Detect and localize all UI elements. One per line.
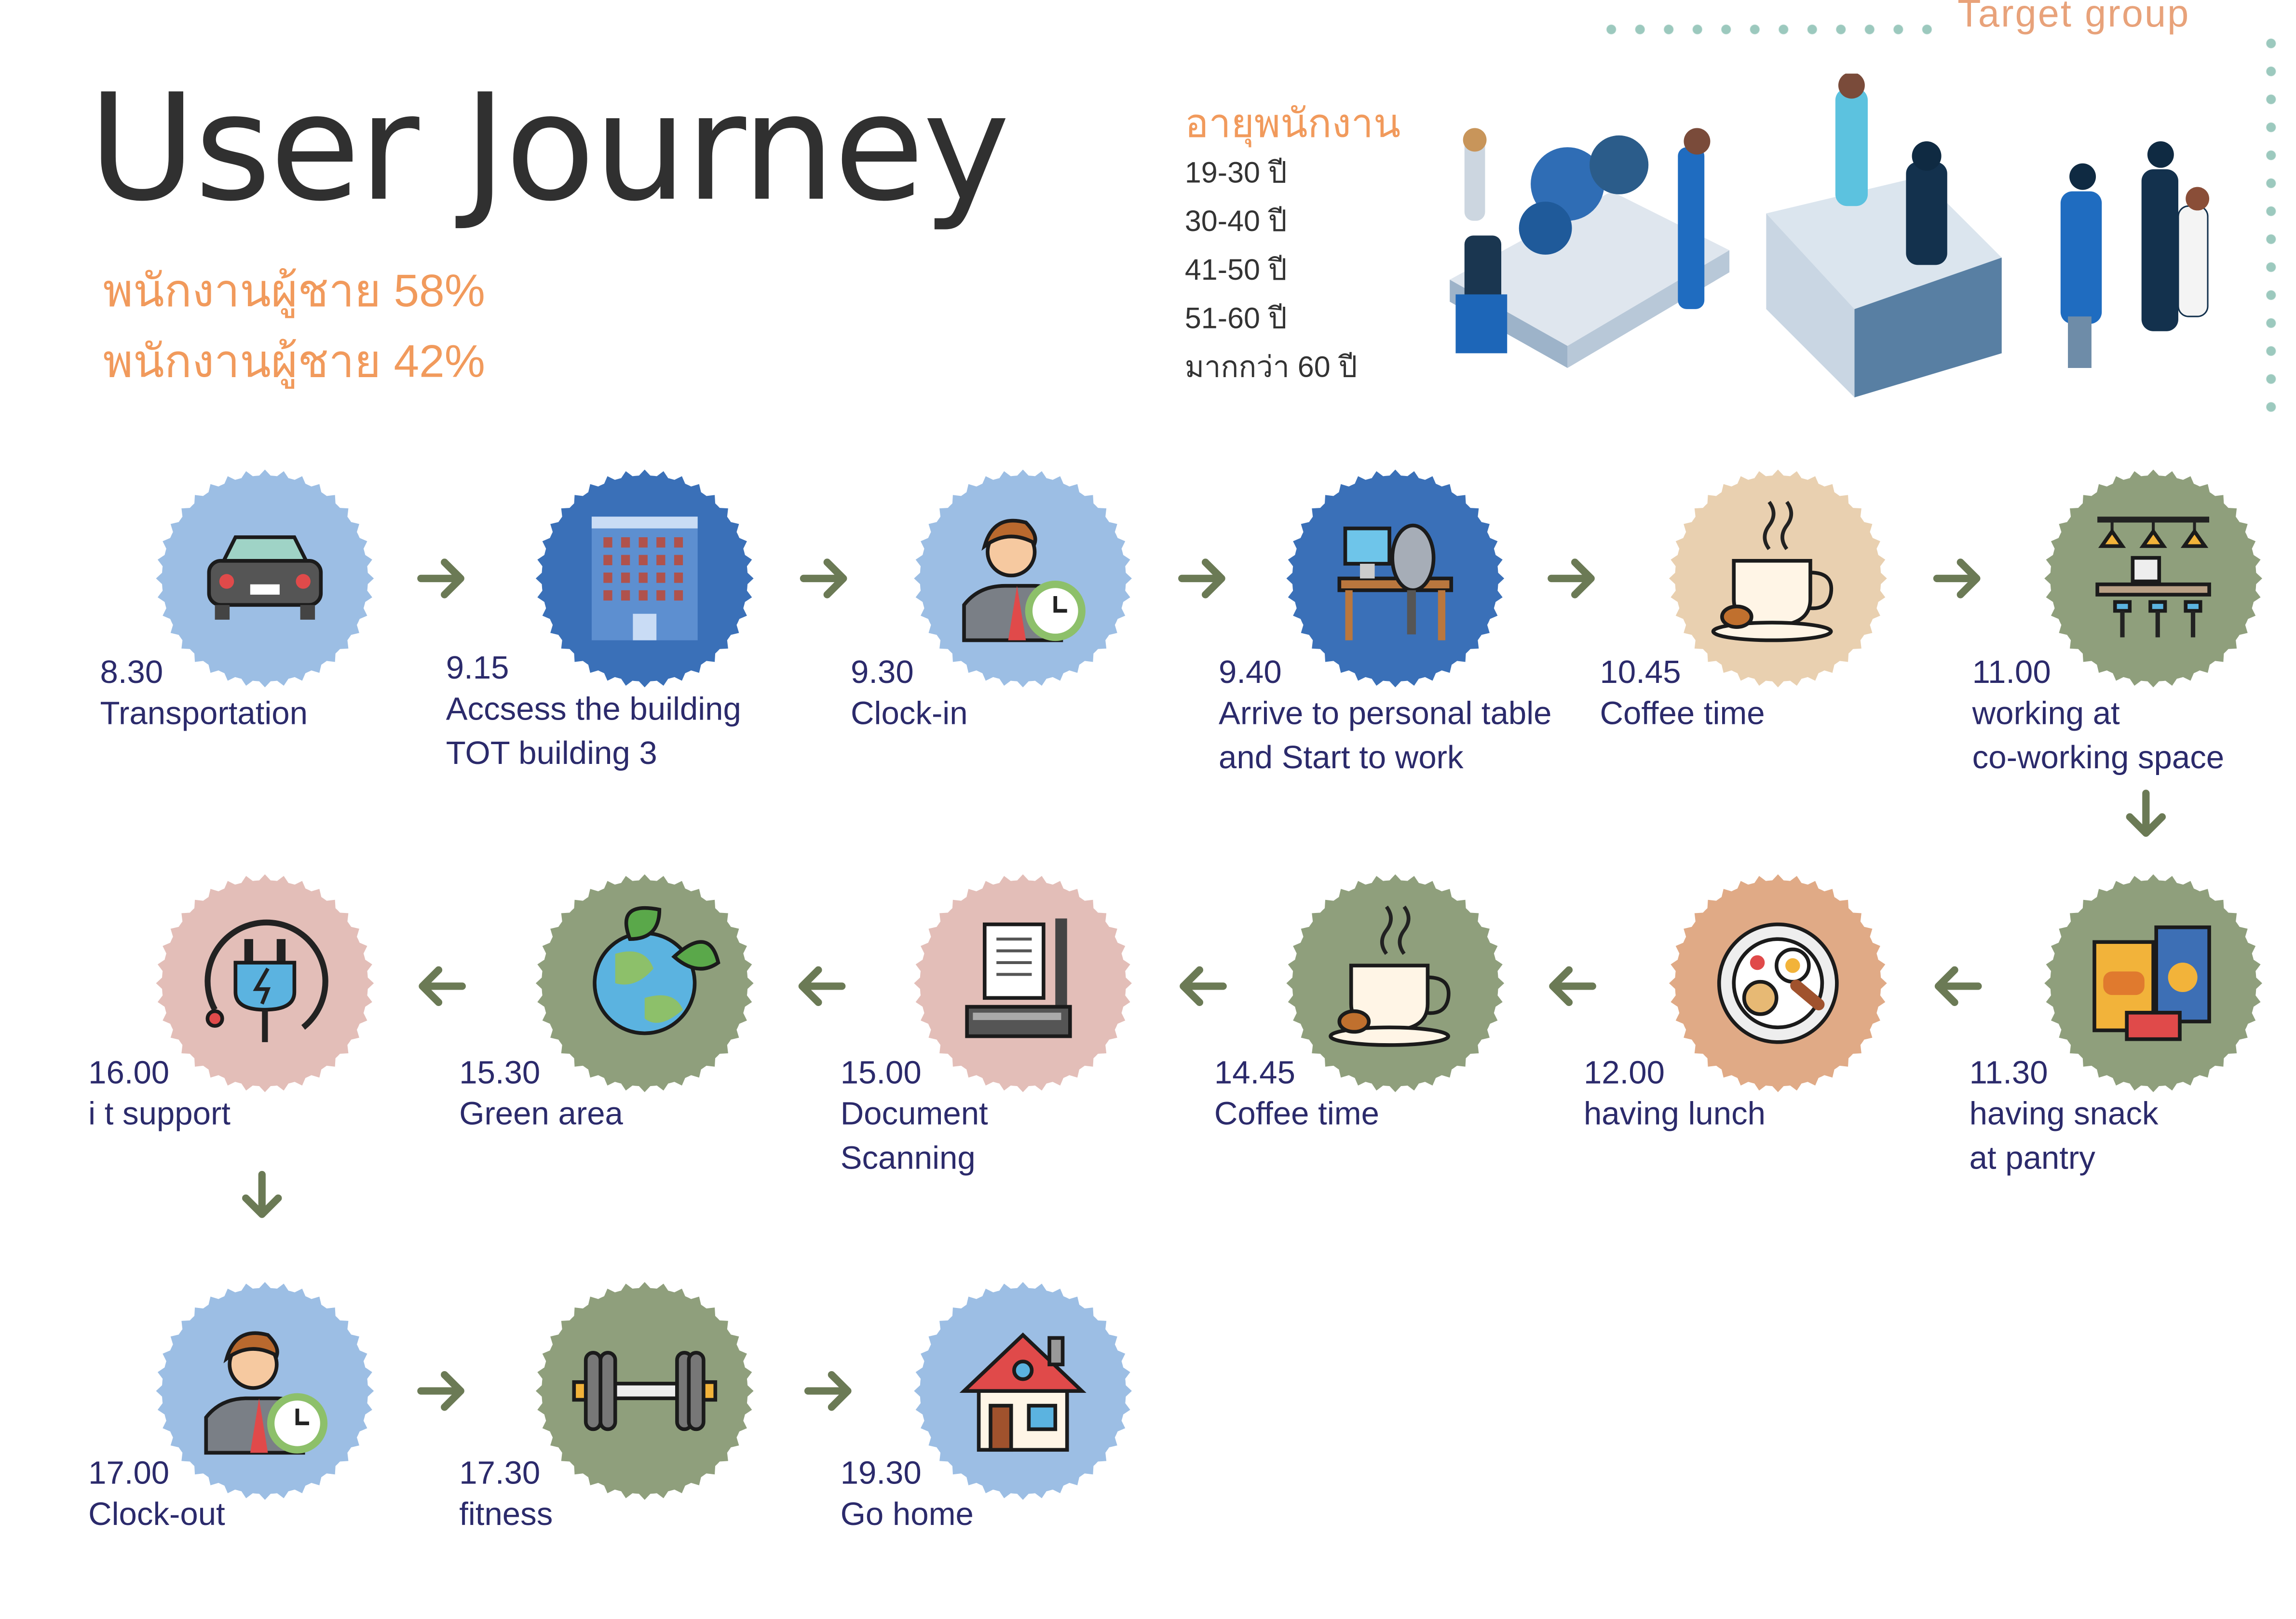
step-badge: [1286, 874, 1505, 1092]
step-label: having lunch: [1583, 1095, 1766, 1132]
male-stat-2: พนักงานผู้ชาย 42%: [103, 335, 485, 387]
step-time: 14.45: [1214, 1054, 1295, 1091]
age-item: 30-40 ปี: [1184, 206, 1287, 239]
step-badge: [1669, 874, 1887, 1092]
arrow-icon: [2126, 789, 2166, 837]
step-badge: [2044, 874, 2262, 1092]
step-label: fitness: [459, 1495, 553, 1533]
arrow-icon: [1549, 966, 1596, 1007]
step-time: 16.00: [88, 1054, 170, 1091]
page-title: User Journey: [88, 62, 1010, 234]
step-time: 17.00: [88, 1454, 170, 1491]
arrow-icon: [804, 1371, 852, 1411]
step-badge: [156, 469, 374, 688]
step-badge: [156, 874, 374, 1092]
lunch-plate-icon: [1717, 922, 1839, 1044]
globe-leaf-icon: [593, 906, 720, 1035]
age-title: อายุพนักงาน: [1184, 101, 1401, 146]
dumbbell-icon: [572, 1350, 718, 1431]
employee-clock-icon: [204, 1331, 328, 1455]
step-label: Go home: [840, 1495, 974, 1533]
step-time: 9.15: [446, 649, 509, 686]
step-time: 8.30: [100, 653, 163, 691]
step-label: working at co-working space: [1972, 694, 2225, 776]
step-time: 17.30: [459, 1454, 541, 1491]
dotted-border-right: [2265, 29, 2277, 427]
step-time: 12.00: [1583, 1054, 1665, 1091]
step-badge: [535, 874, 754, 1092]
car-icon: [207, 535, 323, 620]
coffee-icon: [1329, 905, 1451, 1047]
step-time: 11.00: [1972, 653, 2051, 691]
step-label: Coffee time: [1600, 694, 1765, 732]
office-people-illustration: [1450, 73, 2210, 398]
arrow-icon: [1178, 558, 1225, 599]
coffee-icon: [1711, 501, 1834, 642]
age-item: 51-60 ปี: [1184, 303, 1287, 336]
arrow-icon: [419, 966, 466, 1007]
step-time: 10.45: [1600, 653, 1681, 691]
step-time: 15.00: [840, 1054, 922, 1091]
step-label: Arrive to personal table and Start to wo…: [1219, 694, 1552, 776]
step-badge: [2044, 469, 2262, 688]
arrow-icon: [417, 558, 464, 599]
snack-icon: [2092, 925, 2211, 1041]
building-icon: [591, 517, 698, 640]
desk-icon: [1337, 523, 1454, 640]
step-time: 9.40: [1219, 653, 1282, 691]
step-label: having snack at pantry: [1969, 1095, 2159, 1176]
step-badge: [535, 1282, 754, 1500]
age-item: 41-50 ปี: [1184, 254, 1287, 287]
step-label: Document Scanning: [840, 1095, 988, 1176]
step-label: Transportation: [100, 694, 308, 732]
arrow-icon: [798, 966, 846, 1007]
step-label: Clock-out: [88, 1495, 225, 1533]
arrow-icon: [417, 1371, 464, 1411]
step-label: Coffee time: [1214, 1095, 1380, 1132]
step-time: 11.30: [1969, 1054, 2048, 1091]
step-time: 19.30: [840, 1454, 922, 1491]
step-badge: [1286, 469, 1505, 688]
scanner-icon: [965, 918, 1072, 1038]
step-badge: [914, 469, 1132, 688]
step-label: Green area: [459, 1095, 623, 1132]
target-group-label: Target group: [1957, 0, 2190, 36]
arrow-icon: [1934, 966, 1982, 1007]
male-stat: พนักงานผู้ชาย 58%: [103, 265, 485, 317]
step-badge: [1669, 469, 1887, 688]
step-time: 15.30: [459, 1054, 541, 1091]
step-badge: [914, 874, 1132, 1092]
age-item: มากกว่า 60 ปี: [1184, 352, 1358, 384]
step-badge: [156, 1282, 374, 1500]
step-badge: [914, 1282, 1132, 1500]
house-icon: [959, 1332, 1087, 1452]
step-badge: [535, 469, 754, 688]
dotted-border-top: [1597, 23, 1950, 36]
coworking-icon: [2095, 517, 2211, 638]
arrow-icon: [1180, 966, 1227, 1007]
plug-icon: [204, 919, 328, 1042]
arrow-icon: [1933, 558, 1981, 599]
arrow-icon: [242, 1170, 282, 1218]
arrow-icon: [800, 558, 847, 599]
age-item: 19-30 ปี: [1184, 157, 1287, 190]
arrow-icon: [1548, 558, 1595, 599]
step-label: Accsess the building TOT building 3: [446, 690, 741, 772]
employee-clock-icon: [962, 518, 1086, 642]
step-label: i t support: [88, 1095, 231, 1132]
step-time: 9.30: [851, 653, 914, 691]
step-label: Clock-in: [851, 694, 968, 732]
